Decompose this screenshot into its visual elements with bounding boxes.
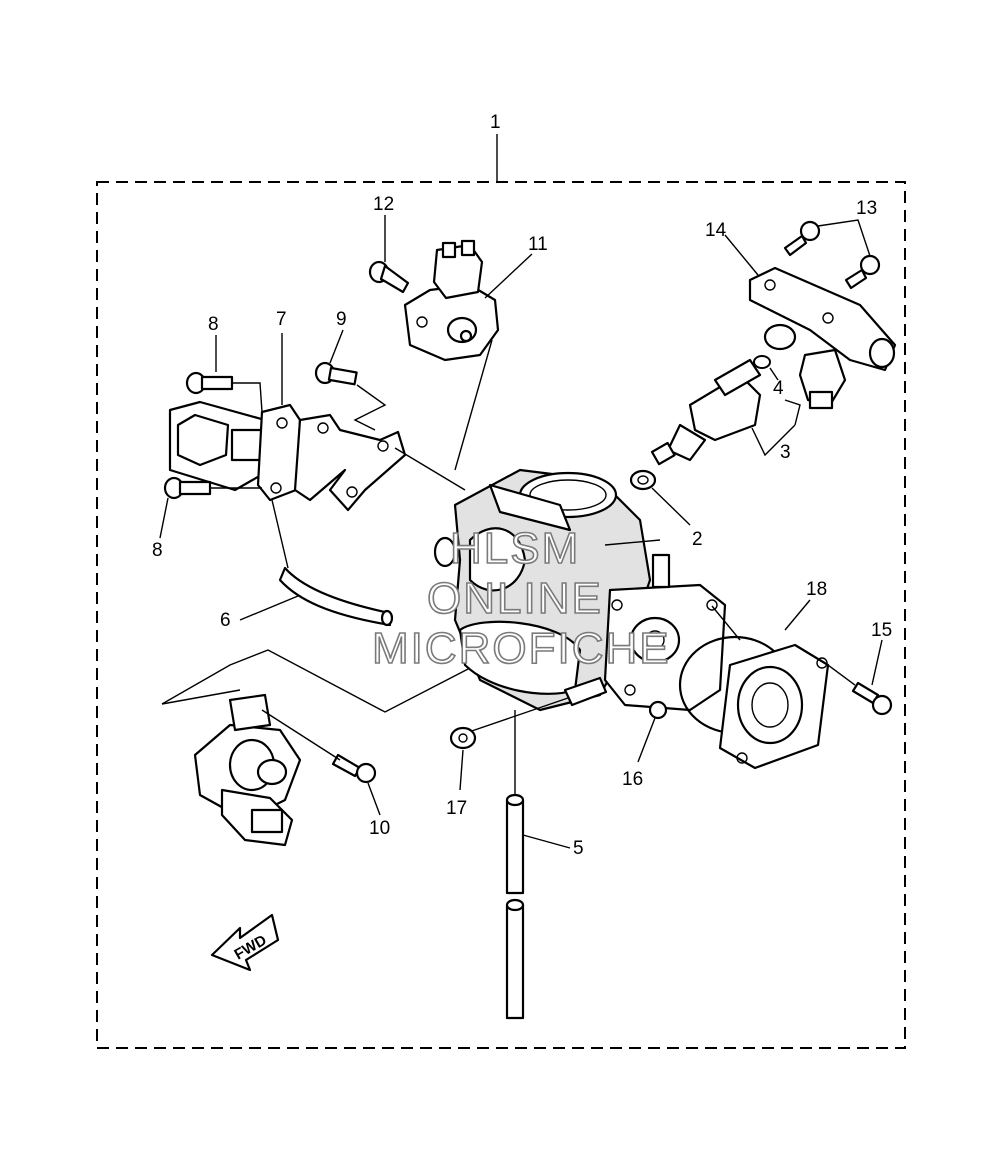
intake-cover[interactable] (718, 643, 830, 770)
callout-10: 10 (369, 818, 390, 839)
o-ring-4[interactable] (753, 355, 771, 369)
screw-8-upper[interactable] (185, 371, 234, 395)
drain-hose[interactable] (505, 793, 525, 1020)
callout-12: 12 (373, 194, 394, 215)
callout-18: 18 (806, 579, 827, 600)
callout-8-lower: 8 (152, 540, 163, 561)
callout-15: 15 (871, 620, 892, 641)
callout-17: 17 (446, 798, 467, 819)
plug-16[interactable] (648, 700, 668, 720)
callout-11: 11 (528, 234, 548, 255)
sensor-plate[interactable] (256, 403, 302, 502)
idle-air-control[interactable] (193, 693, 302, 847)
callout-1: 1 (490, 112, 501, 133)
fwd-direction-arrow: FWD (210, 913, 280, 972)
screw-13-right[interactable] (844, 254, 881, 290)
watermark-line-2: ONLINE (427, 574, 603, 623)
callout-6: 6 (220, 610, 231, 631)
map-sensor[interactable] (168, 400, 272, 492)
screw-8-lower[interactable] (163, 476, 212, 500)
sensor-bracket[interactable] (293, 413, 407, 512)
fuel-injector[interactable] (650, 358, 762, 466)
assembly-frame (96, 181, 906, 1049)
callout-4: 4 (773, 378, 784, 399)
callout-2: 2 (692, 529, 703, 550)
nut-17[interactable] (449, 726, 477, 750)
callout-3: 3 (780, 442, 791, 463)
screw-15[interactable] (851, 681, 893, 716)
watermark-line-1: HLSM (450, 524, 580, 573)
screw-13-left[interactable] (783, 220, 821, 257)
callout-labels: 1 2 3 4 5 6 7 8 8 9 10 11 12 13 14 15 16… (152, 112, 892, 859)
throttle-position-sensor[interactable] (403, 239, 500, 362)
callout-16: 16 (622, 769, 643, 790)
callout-7: 7 (276, 309, 287, 330)
screw-9[interactable] (314, 361, 358, 386)
throttle-body[interactable] (433, 468, 727, 712)
callout-14: 14 (705, 220, 727, 241)
callout-8-upper: 8 (208, 314, 219, 335)
screw-12[interactable] (368, 260, 410, 294)
vacuum-hose[interactable] (278, 566, 394, 627)
callout-13: 13 (856, 198, 877, 219)
callout-5: 5 (573, 838, 584, 859)
washer-2[interactable] (629, 469, 657, 491)
callout-9: 9 (336, 309, 347, 330)
watermark-line-3: MICROFICHE (372, 624, 671, 673)
fuel-rail[interactable] (748, 266, 897, 410)
watermark: HLSM ONLINE MICROFICHE (371, 523, 671, 674)
